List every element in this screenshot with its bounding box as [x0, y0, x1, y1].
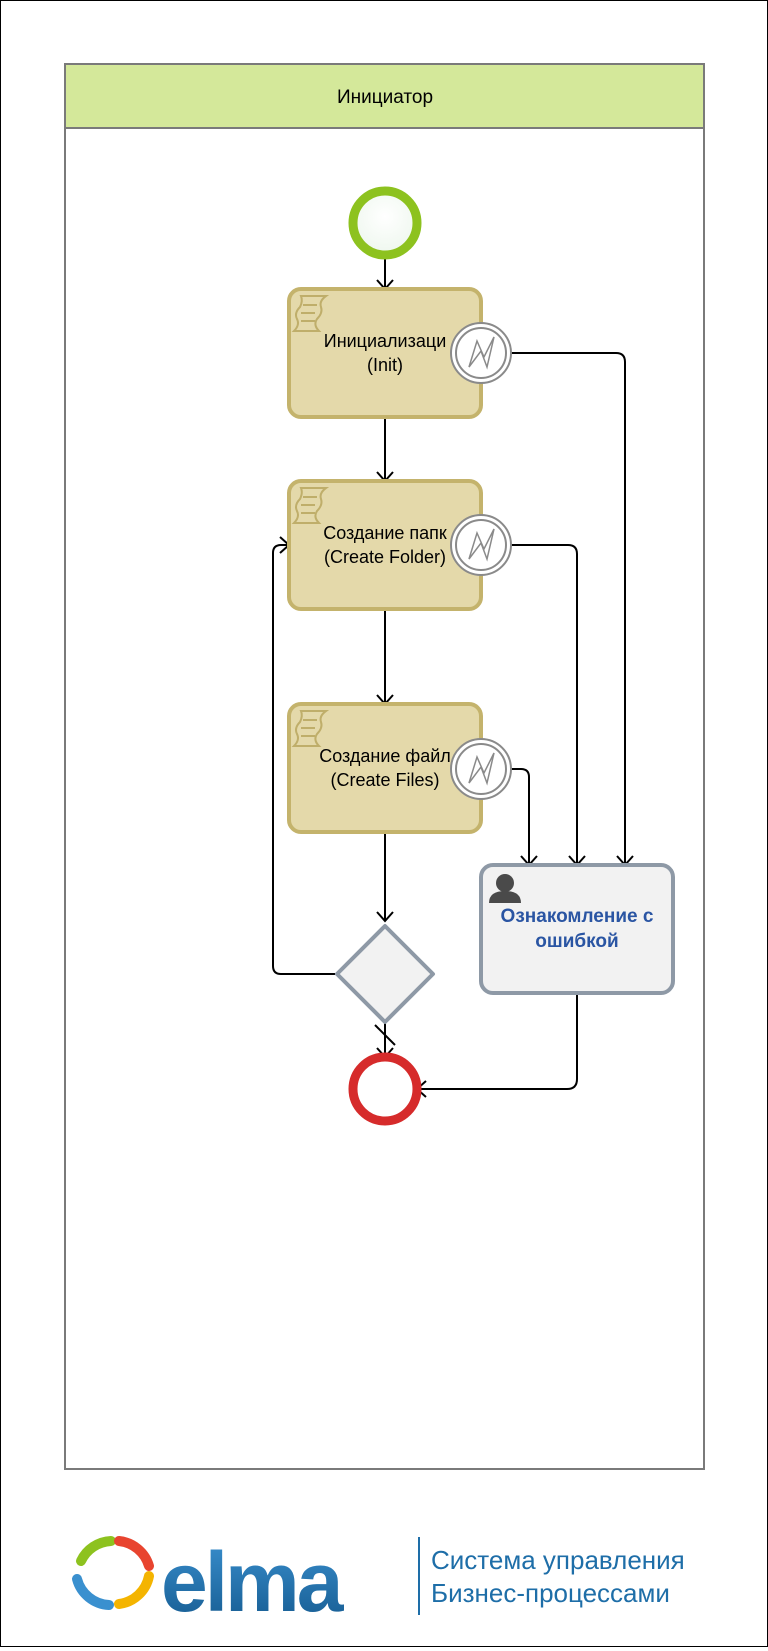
lightning-icon	[468, 336, 495, 370]
lane-title: Инициатор	[337, 87, 433, 108]
task-title: Создание файл	[319, 746, 451, 766]
user-icon	[489, 874, 521, 903]
lightning-icon	[468, 752, 495, 786]
error-boundary-create-folder[interactable]	[450, 514, 512, 576]
script-icon	[291, 487, 330, 524]
user-task-title: Ознакомление с	[501, 906, 654, 927]
flow-init-error-to-review[interactable]	[511, 352, 626, 865]
task-subtitle: (Create Files)	[330, 770, 439, 790]
exclusive-gateway[interactable]	[335, 924, 435, 1024]
flow-files-error-to-review[interactable]	[511, 768, 530, 865]
script-task-create-folder[interactable]: Создание папк (Create Folder)	[287, 479, 483, 611]
flow-review-to-end[interactable]	[417, 993, 578, 1090]
tagline-line2: Бизнес-процессами	[431, 1578, 670, 1608]
user-task-review-error[interactable]: Ознакомление с ошибкой	[479, 863, 675, 995]
lightning-icon	[468, 528, 495, 562]
script-task-create-files[interactable]: Создание файл (Create Files)	[287, 702, 483, 834]
default-flow-marker	[374, 1024, 396, 1046]
task-title: Инициализаци	[324, 331, 447, 351]
user-task-subtitle: ошибкой	[535, 931, 618, 952]
error-boundary-create-files[interactable]	[450, 738, 512, 800]
elma-branding: elma Система управления Бизнес-процессам…	[72, 1535, 685, 1629]
task-subtitle: (Init)	[367, 355, 403, 375]
arrowhead	[376, 911, 394, 923]
script-icon	[291, 710, 330, 747]
elma-wordmark: elma	[161, 1535, 345, 1629]
start-event[interactable]	[348, 186, 422, 260]
error-boundary-init[interactable]	[450, 322, 512, 384]
flow-gateway-loop-to-folder[interactable]	[272, 544, 335, 975]
task-title: Создание папк	[323, 523, 447, 543]
lane-header[interactable]	[64, 63, 705, 129]
tagline-line1: Система управления	[431, 1545, 685, 1575]
flow-folder-error-to-review[interactable]	[511, 544, 578, 865]
elma-cycle-logo-icon	[72, 1536, 154, 1610]
task-subtitle: (Create Folder)	[324, 547, 446, 567]
end-event[interactable]	[348, 1052, 422, 1126]
script-icon	[291, 295, 330, 332]
